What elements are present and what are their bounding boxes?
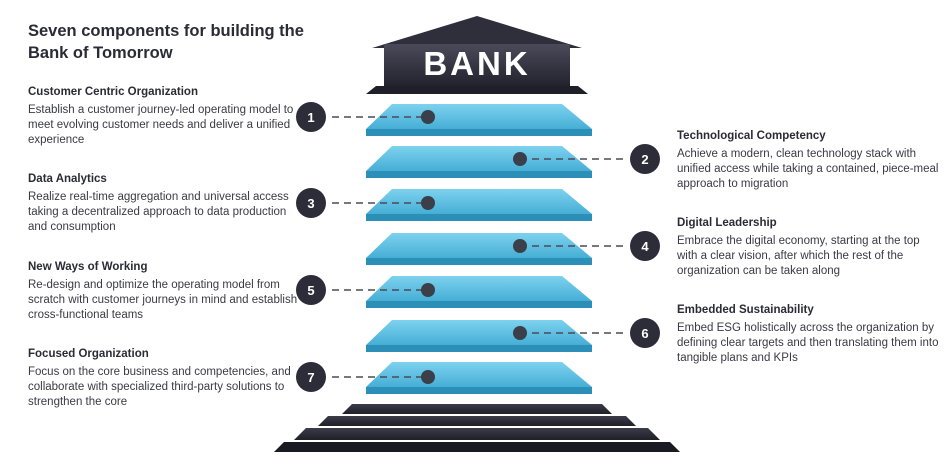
floor-plates (366, 104, 592, 394)
component-4: Digital Leadership Embrace the digital e… (677, 216, 939, 279)
component-description: Establish a customer journey-led operati… (28, 104, 294, 146)
roof-base (366, 86, 588, 94)
connector-dot-7 (421, 370, 435, 384)
component-description: Focus on the core business and competenc… (28, 366, 291, 408)
component-heading: Focused Organization (28, 348, 149, 360)
badge-7: 7 (296, 362, 326, 392)
component-7: Focused Organization Focus on the core b… (28, 347, 303, 410)
page-title: Seven components for building the Bank o… (28, 22, 304, 62)
badge-3: 3 (296, 188, 326, 218)
base-steps (274, 404, 680, 452)
component-5: New Ways of Working Re-design and optimi… (28, 260, 303, 323)
component-2: Technological Competency Achieve a moder… (677, 129, 939, 192)
connector-dots (421, 110, 527, 384)
component-heading: New Ways of Working (28, 261, 148, 273)
floor-plate-7 (366, 362, 592, 394)
badge-2: 2 (630, 144, 660, 174)
badge-4: 4 (630, 231, 660, 261)
component-heading: Embedded Sustainability (677, 304, 814, 316)
floor-plate-5 (366, 276, 592, 308)
connector-dot-4 (513, 239, 527, 253)
component-description: Embed ESG holistically across the organi… (677, 322, 939, 364)
roof-pediment (372, 16, 582, 48)
component-heading: Data Analytics (28, 173, 107, 185)
component-description: Re-design and optimize the operating mod… (28, 279, 298, 321)
component-heading: Digital Leadership (677, 217, 777, 229)
component-description: Realize real-time aggregation and univer… (28, 191, 289, 233)
badge-1: 1 (296, 102, 326, 132)
connector-dot-5 (421, 283, 435, 297)
component-6: Embedded Sustainability Embed ESG holist… (677, 303, 939, 366)
connector-dot-3 (421, 196, 435, 210)
badge-5: 5 (296, 275, 326, 305)
bank-sign: BANK (423, 45, 531, 82)
badge-6: 6 (630, 318, 660, 348)
floor-plate-1 (366, 104, 592, 136)
floor-plate-3 (366, 189, 592, 221)
floor-plate-2 (366, 146, 592, 178)
floor-plate-4 (366, 233, 592, 265)
connector-dot-1 (421, 110, 435, 124)
component-description: Achieve a modern, clean technology stack… (677, 148, 939, 190)
component-heading: Customer Centric Organization (28, 86, 198, 98)
floor-plate-6 (366, 320, 592, 352)
connector-dot-2 (513, 152, 527, 166)
roof-body (384, 44, 570, 86)
connector-dot-6 (513, 326, 527, 340)
component-1: Customer Centric Organization Establish … (28, 85, 303, 148)
component-heading: Technological Competency (677, 130, 826, 142)
roof (366, 16, 588, 94)
connectors (332, 116, 624, 378)
component-description: Embrace the digital economy, starting at… (677, 235, 920, 277)
component-3: Data Analytics Realize real-time aggrega… (28, 172, 303, 235)
